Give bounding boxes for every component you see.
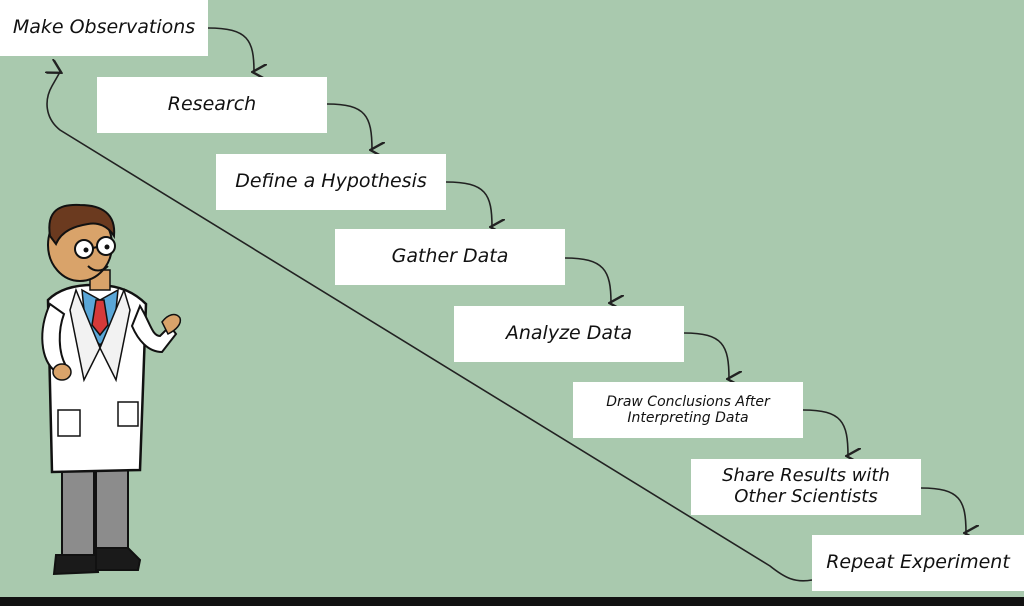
step-analyze-data: Analyze Data: [454, 306, 684, 362]
step-make-observations: Make Observations: [0, 0, 208, 56]
step-label: Repeat Experiment: [826, 551, 1010, 574]
step-label: Share Results with Other Scientists: [722, 465, 890, 507]
step-label: Research: [167, 93, 257, 116]
curved-arrow-icon: [445, 181, 492, 227]
curved-arrow-icon: [683, 332, 729, 379]
step-define-hypothesis: Define a Hypothesis: [216, 154, 446, 210]
bottom-border: [0, 597, 1024, 606]
curved-arrow-icon: [207, 27, 254, 72]
step-label: Make Observations: [12, 16, 196, 39]
step-label: Gather Data: [391, 245, 509, 268]
scientist-character: [41, 203, 182, 576]
step-label: Analyze Data: [505, 322, 633, 345]
step-repeat-experiment: Repeat Experiment: [812, 535, 1024, 591]
step-research: Research: [97, 77, 327, 133]
step-share-results: Share Results with Other Scientists: [691, 459, 921, 515]
curved-arrow-icon: [564, 257, 611, 303]
return-arrow-icon: [47, 72, 813, 582]
step-label: Draw Conclusions After Interpreting Data: [606, 393, 770, 426]
curved-arrow-icon: [920, 487, 966, 533]
step-draw-conclusions: Draw Conclusions After Interpreting Data: [573, 382, 803, 438]
step-label: Define a Hypothesis: [235, 170, 427, 193]
step-gather-data: Gather Data: [335, 229, 565, 285]
curved-arrow-icon: [802, 409, 848, 456]
curved-arrow-icon: [326, 103, 372, 150]
